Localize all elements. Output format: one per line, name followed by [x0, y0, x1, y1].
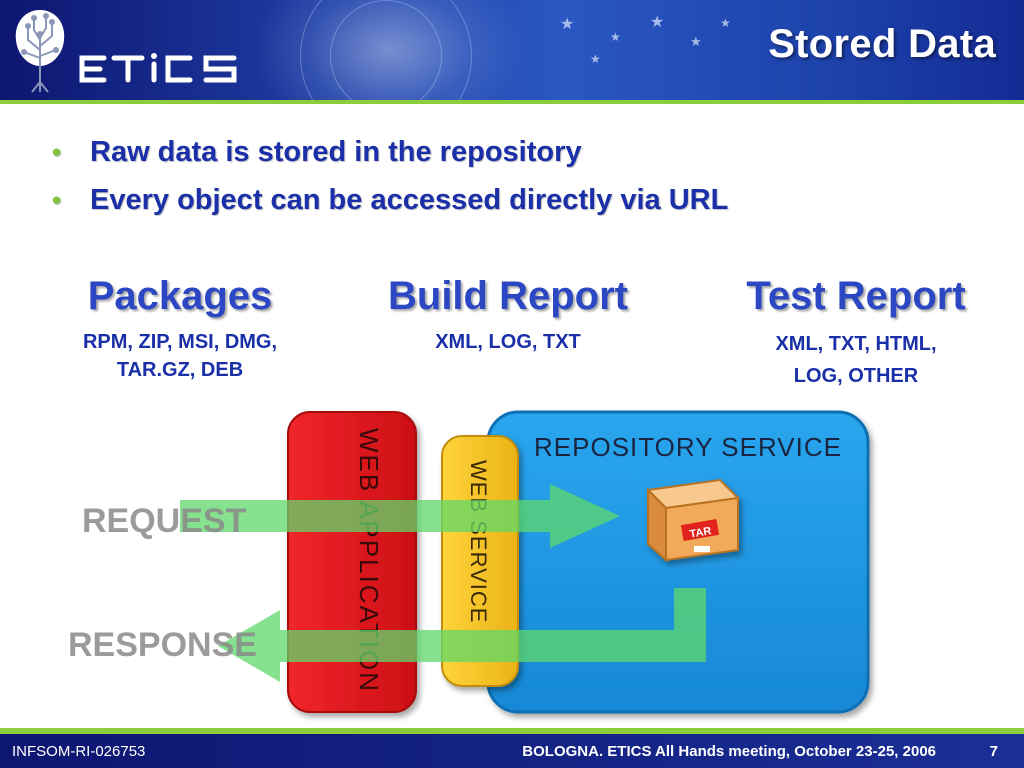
bullet-list: • Raw data is stored in the repository •…	[48, 128, 728, 224]
web-service-block	[441, 435, 519, 687]
star-icon: ★	[720, 16, 731, 30]
header-accent-stripe	[0, 100, 1024, 104]
column-test-report: Test Report XML, TXT, HTML, LOG, OTHER	[706, 270, 1006, 392]
header-decor-ring	[300, 0, 472, 100]
bullet-text: Raw data is stored in the repository	[90, 136, 582, 168]
bullet-item: • Raw data is stored in the repository	[48, 128, 728, 176]
tar-box-label: TAR	[689, 525, 713, 541]
bullet-dot-icon: •	[52, 185, 62, 215]
slide-footer: INFSOM-RI-026753 BOLOGNA. ETICS All Hand…	[0, 734, 1024, 768]
column-heading: Build Report	[388, 274, 628, 318]
tree-logo-icon	[15, 10, 65, 93]
web-application-block	[287, 411, 417, 713]
etics-logo-wordmark	[79, 53, 237, 83]
star-icon: ★	[690, 34, 702, 49]
tar-box-icon	[645, 478, 741, 563]
column-line: XML, LOG, TXT	[435, 331, 581, 353]
repository-diagram: REPOSITORY SERVICE WEB APPLICATION WEB S…	[68, 410, 870, 714]
response-arrow	[218, 588, 706, 682]
star-icon: ★	[590, 52, 601, 66]
column-heading: Test Report	[746, 274, 966, 318]
star-icon: ★	[560, 16, 575, 33]
footer-project-id: INFSOM-RI-026753	[12, 743, 146, 760]
header-decor-ring	[330, 0, 442, 100]
star-icon: ★	[610, 30, 621, 44]
column-line: LOG, OTHER	[793, 365, 919, 387]
bullet-dot-icon: •	[52, 137, 62, 167]
request-label: REQUEST	[82, 502, 247, 540]
column-line: RPM, ZIP, MSI, DMG,	[82, 331, 278, 353]
footer-accent-stripe	[0, 728, 1024, 734]
repository-service-label: REPOSITORY SERVICE	[534, 432, 842, 462]
request-arrow	[180, 484, 620, 548]
response-label: RESPONSE	[68, 626, 257, 664]
bullet-text: Every object can be accessed directly vi…	[90, 184, 729, 216]
column-line: TAR.GZ, DEB	[116, 359, 244, 381]
column-build-report: Build Report XML, LOG, TXT	[358, 270, 658, 356]
star-icon: ★	[650, 14, 665, 31]
column-line: XML, TXT, HTML,	[775, 333, 937, 355]
slide-title: Stored Data	[768, 22, 996, 66]
bullet-item: • Every object can be accessed directly …	[48, 176, 728, 224]
slide-header: ★ ★ ★ ★ ★ ★	[0, 0, 1024, 100]
web-service-label: WEB SERVICE	[466, 460, 491, 623]
column-packages: Packages RPM, ZIP, MSI, DMG, TAR.GZ, DEB	[30, 270, 330, 384]
footer-event: BOLOGNA. ETICS All Hands meeting, Octobe…	[522, 743, 936, 760]
column-heading: Packages	[87, 274, 273, 318]
page-number: 7	[989, 743, 998, 760]
